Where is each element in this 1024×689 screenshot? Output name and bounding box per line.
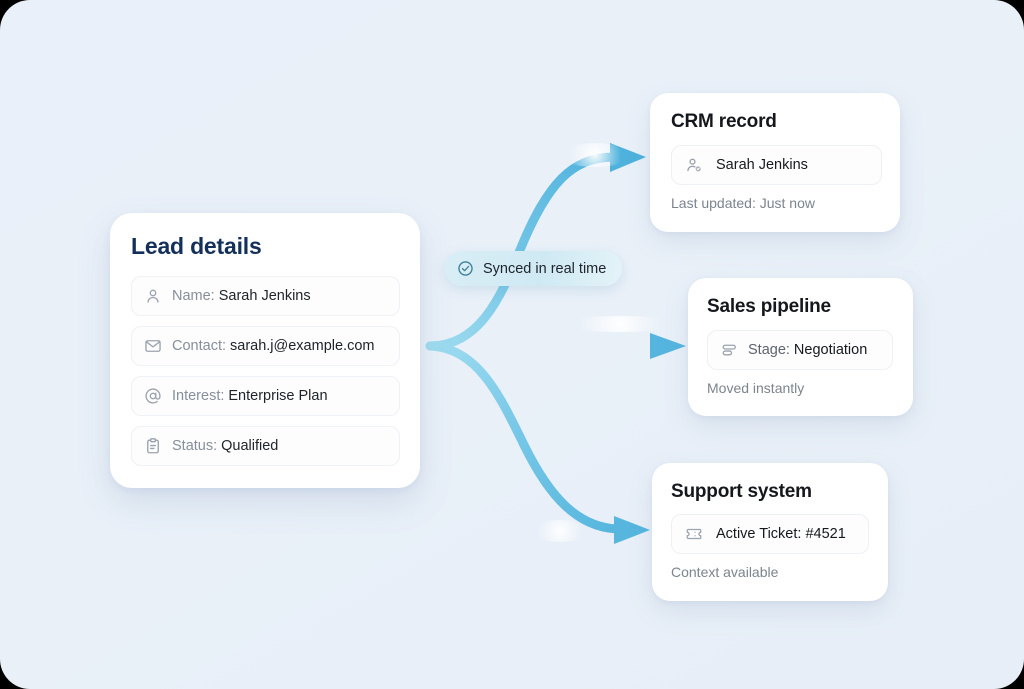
connector-lead-to-pipeline-arrowhead xyxy=(650,333,686,359)
sparkle-highlight xyxy=(560,143,630,167)
sales-pipeline-stage-pill[interactable]: Stage: Negotiation xyxy=(707,330,893,370)
crm-record-note: Last updated: Just now xyxy=(671,195,815,211)
sales-pipeline-stage-label: Stage: xyxy=(748,342,790,358)
support-system-note: Context available xyxy=(671,564,779,580)
sales-pipeline-note: Moved instantly xyxy=(707,380,805,396)
check-circle-icon xyxy=(458,261,473,276)
lead-row-name-label: Name: xyxy=(172,288,215,304)
sales-pipeline-title: Sales pipeline xyxy=(707,296,831,317)
sparkle-highlight xyxy=(560,316,680,332)
support-system-ticket-value: Active Ticket: #4521 xyxy=(716,526,846,542)
support-system-ticket-pill[interactable]: Active Ticket: #4521 xyxy=(671,514,869,554)
user-icon xyxy=(147,289,159,303)
lead-row-interest-label: Interest: xyxy=(172,388,225,404)
connector-lead-to-crm-arrowhead xyxy=(610,143,646,172)
lead-row-interest-value: Enterprise Plan xyxy=(228,388,328,404)
lead-row-contact-value: sarah.j@example.com xyxy=(230,338,375,354)
kanban-icon xyxy=(722,344,736,356)
crm-record-value: Sarah Jenkins xyxy=(716,157,808,173)
lead-row-status[interactable]: Status: Qualified xyxy=(131,426,400,466)
lead-row-name-value: Sarah Jenkins xyxy=(218,288,311,304)
connector-lead-to-support-arrowhead xyxy=(614,516,650,544)
lead-row-interest[interactable]: Interest: Enterprise Plan xyxy=(131,376,400,416)
envelope-icon xyxy=(145,340,161,352)
connector-lead-to-support xyxy=(425,341,622,534)
lead-details-rows: Name: Sarah Jenkins Contact: sarah.j@exa… xyxy=(131,276,400,476)
clipboard-icon xyxy=(147,438,159,454)
synced-badge-label: Synced in real time xyxy=(483,260,607,277)
support-system-title: Support system xyxy=(671,481,812,502)
crm-record-value-pill[interactable]: Sarah Jenkins xyxy=(671,145,882,185)
lead-row-contact-label: Contact: xyxy=(172,338,226,354)
ticket-icon xyxy=(686,528,702,540)
user-check-icon xyxy=(687,158,701,172)
at-sign-icon xyxy=(145,388,161,404)
lead-row-status-value: Qualified xyxy=(221,438,279,454)
crm-record-title: CRM record xyxy=(671,111,777,132)
lead-details-title: Lead details xyxy=(131,233,262,259)
lead-row-status-label: Status: xyxy=(172,438,218,454)
lead-row-contact[interactable]: Contact: sarah.j@example.com xyxy=(131,326,400,366)
lead-row-name[interactable]: Name: Sarah Jenkins xyxy=(131,276,400,316)
sales-pipeline-stage-value: Negotiation xyxy=(793,342,868,358)
synced-in-real-time-badge[interactable]: Synced in real time xyxy=(445,251,623,286)
sparkle-highlight xyxy=(530,520,590,542)
